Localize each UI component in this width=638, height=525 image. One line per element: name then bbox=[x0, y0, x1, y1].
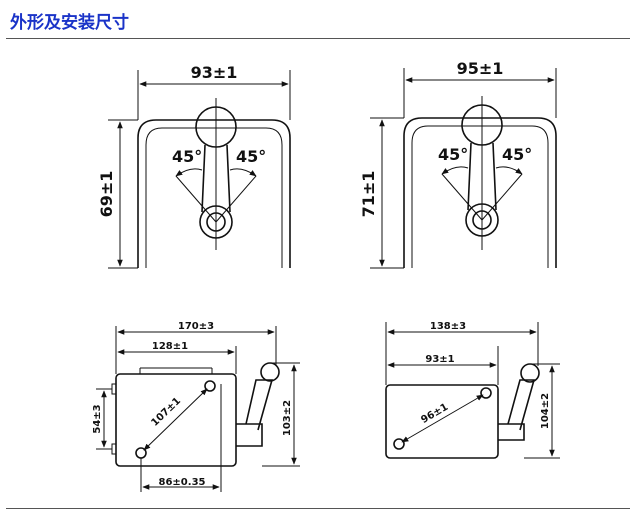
right-height-label: 104±2 bbox=[540, 393, 551, 429]
width-label: 93±1 bbox=[191, 63, 238, 82]
diagonal-dimension bbox=[401, 394, 484, 443]
side-view-right: 96±1 138±3 93±1 104±2 bbox=[385, 321, 560, 459]
width-label: 95±1 bbox=[457, 59, 504, 78]
hole-spacing-label: 86±0.35 bbox=[159, 477, 206, 488]
housing-inner-outline bbox=[411, 125, 549, 268]
bottom-divider bbox=[6, 508, 630, 509]
diagonal-label: 107±1 bbox=[149, 396, 183, 429]
top-divider bbox=[6, 38, 630, 39]
body-width-label: 128±1 bbox=[152, 341, 188, 352]
lever-arm bbox=[201, 144, 231, 213]
front-view-right: 95±1 71±1 45° 45° bbox=[359, 59, 557, 269]
lever-base bbox=[498, 423, 525, 441]
overall-width-label: 170±3 bbox=[178, 321, 214, 332]
housing-outline bbox=[403, 117, 557, 268]
pivot-outer bbox=[465, 203, 499, 237]
housing-body bbox=[385, 384, 499, 459]
lever-arm bbox=[507, 379, 536, 431]
overall-width-label: 138±3 bbox=[430, 321, 466, 332]
housing-inner-outline bbox=[145, 127, 283, 268]
left-height-label: 54±3 bbox=[92, 404, 103, 433]
front-view-left: 93±1 69±1 45° 45° bbox=[97, 63, 291, 269]
housing-outline bbox=[137, 119, 291, 268]
angle-left-label: 45° bbox=[172, 147, 202, 166]
lever-arm bbox=[467, 142, 497, 211]
pivot-outer bbox=[199, 205, 233, 239]
angle-right-label: 45° bbox=[236, 147, 266, 166]
diagonal-label: 96±1 bbox=[419, 402, 450, 426]
angle-right-label: 45° bbox=[502, 145, 532, 164]
body-width-label: 93±1 bbox=[425, 354, 454, 365]
housing-body bbox=[115, 373, 237, 467]
height-label: 69±1 bbox=[97, 171, 116, 218]
lever-knob bbox=[260, 362, 280, 382]
mount-hole-bottom bbox=[393, 438, 405, 450]
mount-hole-top bbox=[204, 380, 216, 392]
angle-left-label: 45° bbox=[438, 145, 468, 164]
lever-arm bbox=[245, 379, 274, 431]
mount-hole-top bbox=[480, 387, 492, 399]
pivot-inner bbox=[472, 210, 492, 230]
lever-base bbox=[236, 423, 263, 447]
side-view-left: 107±1 170±3 128±1 86±0.35 54±3 103±2 bbox=[92, 321, 300, 492]
pivot-inner bbox=[206, 212, 226, 232]
page-title: 外形及安装尺寸 bbox=[10, 13, 129, 33]
height-label: 71±1 bbox=[359, 171, 378, 218]
diagonal-dimension bbox=[143, 388, 208, 451]
right-height-label: 103±2 bbox=[282, 400, 293, 436]
